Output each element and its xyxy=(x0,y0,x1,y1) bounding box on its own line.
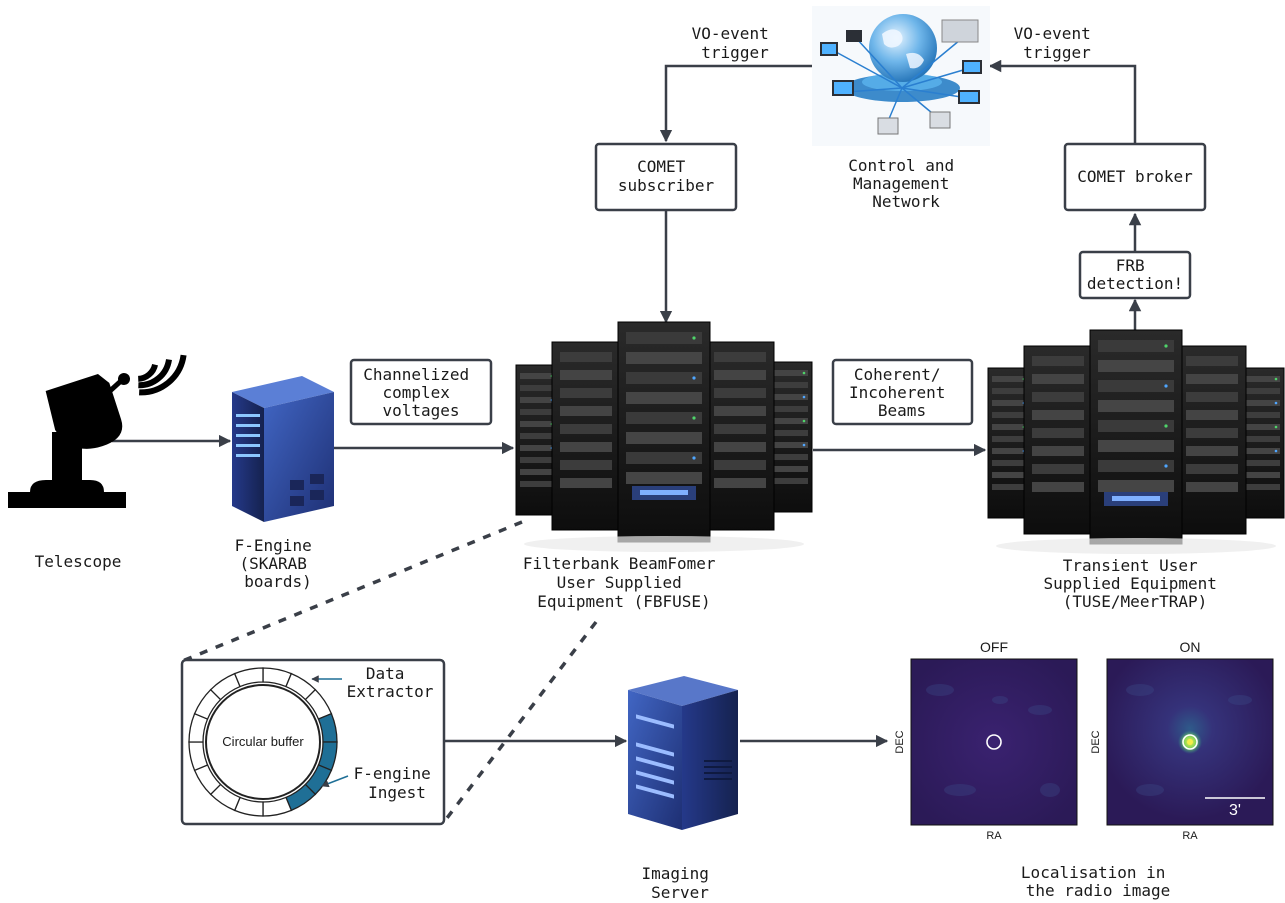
vo-event-left-label: VO-event trigger xyxy=(692,24,779,62)
off-image-title: OFF xyxy=(980,639,1008,655)
on-image-title: ON xyxy=(1180,639,1201,655)
buffer-segment xyxy=(233,667,264,688)
buffer-panel xyxy=(180,658,446,826)
comet-subscriber-label: COMET subscriber xyxy=(618,157,715,195)
coherent-label: Coherent/ Incoherent Beams xyxy=(849,365,955,420)
imaging-server-label: Imaging Server xyxy=(641,864,718,902)
tuse-label: Transient User Supplied Equipment (TUSE/… xyxy=(1043,556,1226,611)
channelized-label-box xyxy=(349,358,493,426)
on-image-ylabel: DEC xyxy=(1090,730,1102,753)
comet-broker-box xyxy=(1063,142,1207,212)
coherent-label-box xyxy=(831,358,974,426)
scale-bar-label: 3' xyxy=(1229,802,1241,819)
channelized-label: Channelized complex voltages xyxy=(363,365,479,420)
off-source-marker xyxy=(986,734,1002,750)
tuse-rack-icon xyxy=(987,329,1285,554)
fbfuse-label: Filterbank BeamFomer User Supplied Equip… xyxy=(523,554,725,611)
satellite-dish-icon xyxy=(8,354,187,508)
comet-broker-label: COMET broker xyxy=(1077,167,1193,186)
fengine-label: F-Engine (SKARAB boards) xyxy=(235,536,322,591)
on-image-noise xyxy=(1126,684,1252,796)
data-extractor-label: Data Extractor xyxy=(347,664,434,701)
imaging-server-icon xyxy=(628,676,738,830)
off-image-xlabel: RA xyxy=(986,830,1002,842)
telescope-label: Telescope xyxy=(35,552,122,571)
network-label: Control and Management Network xyxy=(848,156,964,211)
vo-event-right-label: VO-event trigger xyxy=(1014,24,1101,62)
globe-network-icon xyxy=(812,6,990,146)
off-image-noise xyxy=(926,684,1060,797)
on-image-xlabel: RA xyxy=(1182,830,1198,842)
zoom-line-right xyxy=(442,620,598,824)
zoom-line-left xyxy=(179,520,523,664)
on-source-peak xyxy=(1187,739,1193,745)
off-radio-image xyxy=(910,658,1078,826)
fengine-ingest-pointer xyxy=(321,775,349,788)
off-image-ylabel: DEC xyxy=(894,730,906,753)
comet-subscriber-box xyxy=(594,142,738,212)
edge-broker-network xyxy=(988,59,1137,144)
localisation-label: Localisation in the radio image xyxy=(1021,863,1175,900)
frb-detection-box xyxy=(1078,250,1192,300)
circular-buffer-icon xyxy=(188,667,338,817)
buffer-inner-ring xyxy=(205,684,321,800)
fbfuse-rack-icon xyxy=(515,321,813,552)
fengine-server-icon xyxy=(232,376,334,522)
on-source-marker xyxy=(1182,734,1198,750)
frb-detection-label: FRB detection! xyxy=(1087,256,1183,293)
fengine-ingest-label: F-engine Ingest xyxy=(354,764,441,802)
circular-buffer-label: Circular buffer xyxy=(222,734,304,749)
edge-network-subscriber xyxy=(659,64,812,143)
